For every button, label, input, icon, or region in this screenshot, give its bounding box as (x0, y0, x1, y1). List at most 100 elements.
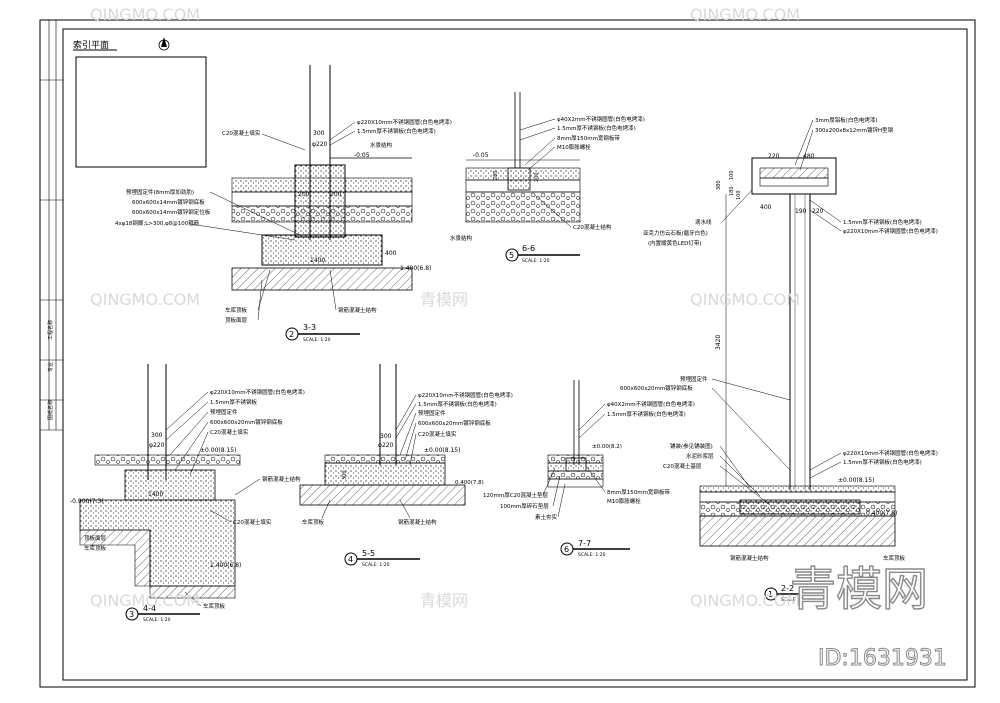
section-2-2: 220 480 380 100 180 100 400 190 220 3420… (620, 116, 938, 603)
s2-dim-220: 220 (768, 153, 780, 160)
s2-note-16: 1.5mm厚不锈钢板(白色电烤漆) (843, 458, 922, 466)
north-arrow-icon (158, 37, 170, 51)
section-3-3: 300 φ220 -0.05 200 200 1400 400 1.400(6.… (115, 65, 452, 343)
s5-note-1: φ220X10mm不锈钢圆管(白色电烤漆) (418, 391, 513, 399)
s5-note-7: 车库顶板 (302, 518, 325, 526)
s2-dim-100b: 100 (736, 190, 742, 200)
s3-note-3: 1.5mm厚不锈钢板(白色电烤漆) (357, 127, 436, 135)
s3-dim-300: 300 (313, 130, 325, 137)
s2-note-11: 水泥砂浆层 (686, 452, 714, 460)
wm-cn-1: 青模网 (420, 290, 468, 309)
s4-note-1: φ220X10mm不锈钢圆管(白色电烤漆) (210, 388, 305, 396)
title-block (40, 20, 63, 431)
tb-label-2: 工程名称 (47, 320, 54, 340)
wm-id: ID:1631931 (818, 646, 947, 671)
sheet-inner-border (62, 28, 968, 681)
s5-note-5: C20混凝土填实 (418, 430, 457, 438)
index-plan: 索引平面 (73, 37, 207, 168)
s3-note-8: 4xφ18钢脚;L>300,φ8@100箍筋 (115, 219, 200, 227)
wm-big-logo: 青模网 (790, 562, 928, 616)
s6-note-5: C20混凝土结构 (573, 223, 612, 231)
s3-note-10: 顶板面层 (225, 316, 248, 324)
s2-scale: SCALE (781, 597, 796, 603)
s5-note-2: 1.5mm厚不锈钢板(白色电烤漆) (418, 400, 497, 408)
s5-note-8: 钢筋混凝土结构 (398, 518, 437, 526)
s6-note-4: M10膨胀螺栓 (557, 143, 591, 151)
s4-note-4: 600x600x20mm镀锌钢底板 (210, 418, 283, 426)
s7-note-1: φ40X2mm不锈钢圆管(白色电烤漆) (607, 400, 695, 408)
s2-note-15: φ220X10mm不锈钢圆管(白色电烤漆) (843, 449, 938, 457)
s6-title: 6-6 (522, 244, 535, 253)
section-4-4: 300 φ220 ±0.00(8.15) 1400 -0.900(7.3) 1.… (70, 364, 305, 623)
wm-brand-2: QINGMO.COM (690, 290, 800, 309)
s4-note-9: 车库顶板 (84, 544, 107, 552)
s3-note-6: 600x600x14mm镀锌钢底板 (132, 198, 205, 206)
s5-scale: SCALE: 1:20 (362, 562, 390, 568)
wm-brand-1: QINGMO.COM (90, 290, 200, 309)
s3-number: 2 (289, 330, 294, 339)
s2-note-6: 亚克力仿云石板(磨牙白色) (643, 229, 708, 237)
s2-note-8: 预埋固定件 (680, 375, 708, 383)
s3-scale: SCALE: 1:20 (303, 337, 331, 343)
s4-note-6: 钢筋混凝土结构 (262, 475, 301, 483)
s4-dim-elev-2: -0.900(7.3) (70, 498, 104, 505)
s2-number: 1 (768, 590, 773, 599)
s2-dim-380: 380 (716, 180, 722, 190)
s4-dim-elev: ±0.00(8.15) (200, 447, 236, 454)
s2-note-12: C20混凝土基层 (663, 462, 702, 470)
s4-dim-1400: 1400 (148, 491, 163, 498)
s4-note-2: 1.5mm厚不锈钢板 (210, 398, 257, 406)
s2-dim-190: 190 (795, 208, 807, 215)
title-block-labels: 专业 工程名称 图纸名称 (47, 320, 54, 420)
s5-dim-elev: ±0.00(8.15) (424, 447, 460, 454)
s5-number: 4 (348, 555, 353, 564)
s5-dim-300: 300 (380, 433, 392, 440)
s2-dim-elev-bottom: 0.400(7.8) (866, 510, 897, 517)
wm-cn-2: 青模网 (420, 591, 468, 610)
s2-note-5: 滴水线 (695, 218, 712, 226)
s2-title: 2-2 (781, 584, 794, 593)
tb-label-1: 专业 (47, 362, 54, 372)
s2-dim-3420: 3420 (715, 335, 722, 350)
s7-note-2: 1.5mm厚不锈钢板(白色电烤漆) (607, 410, 686, 418)
sheet-outer-border (39, 19, 976, 688)
s3-dim-elev: -0.05 (354, 152, 370, 159)
s2-dim-400: 400 (760, 204, 772, 211)
watermarks: QINGMO.COM 青模网 QINGMO.COM QINGMO.COM 青模网… (90, 5, 947, 672)
s5-dim-phi220: φ220 (378, 442, 394, 449)
s3-dim-200b: 200 (330, 191, 342, 198)
s2-note-4: φ220X10mm不锈钢圆管(白色电烤漆) (843, 227, 938, 235)
s7-note-4: 120mm厚C20混凝土垫层 (483, 491, 549, 499)
s7-note-8: M10膨胀螺栓 (607, 497, 641, 505)
s4-number: 3 (129, 610, 134, 619)
tb-label-3: 图纸名称 (47, 400, 54, 420)
s2-dim-180: 180 (729, 186, 735, 196)
s2-note-10: 铺装(参见铺装图) (670, 442, 713, 450)
s2-note-13: 钢筋混凝土结构 (730, 554, 769, 562)
s3-note-1: C20混凝土填实 (222, 129, 261, 137)
s4-dim-elev-3: 1.400(6.8) (210, 562, 241, 569)
s3-note-7: 600x600x14mm镀锌钢定位板 (132, 208, 211, 216)
s4-note-8: 顶板面层 (84, 534, 107, 542)
s3-note-9: 车库顶板 (225, 306, 248, 314)
s6-number: 5 (509, 251, 514, 260)
s6-dim-elev: -0.05 (473, 152, 489, 159)
s7-title: 7-7 (578, 539, 591, 548)
s6-note-1: φ40X2mm不锈钢圆管(白色电烤漆) (557, 115, 645, 123)
s7-note-7: 8mm厚150mm宽钢板带 (607, 488, 670, 496)
s2-dim-220b: 220 (812, 208, 824, 215)
s6-note-3: 8mm厚150mm宽钢板带 (557, 134, 620, 142)
s2-note-14: 车库顶板 (883, 554, 906, 562)
s6-dim-280: 280 (493, 170, 499, 180)
wm-brand-3: QINGMO.COM (90, 591, 200, 610)
s4-dim-phi220: φ220 (149, 442, 165, 449)
s2-dim-480: 480 (803, 153, 815, 160)
s6-note-2: 1.5mm厚不锈钢板(白色电烤漆) (557, 124, 636, 132)
wm-brand-5: QINGMO.COM (90, 5, 200, 24)
s7-number: 6 (564, 545, 569, 554)
s2-note-1: 3mm厚铝板(白色电烤漆) (815, 116, 878, 124)
s7-note-6: 素土夯实 (535, 513, 558, 521)
section-7-7: φ40X2mm不锈钢圆管(白色电烤漆) 1.5mm厚不锈钢板(白色电烤漆) ±0… (483, 380, 695, 558)
s7-note-5: 100mm厚碎石垫层 (500, 502, 549, 510)
